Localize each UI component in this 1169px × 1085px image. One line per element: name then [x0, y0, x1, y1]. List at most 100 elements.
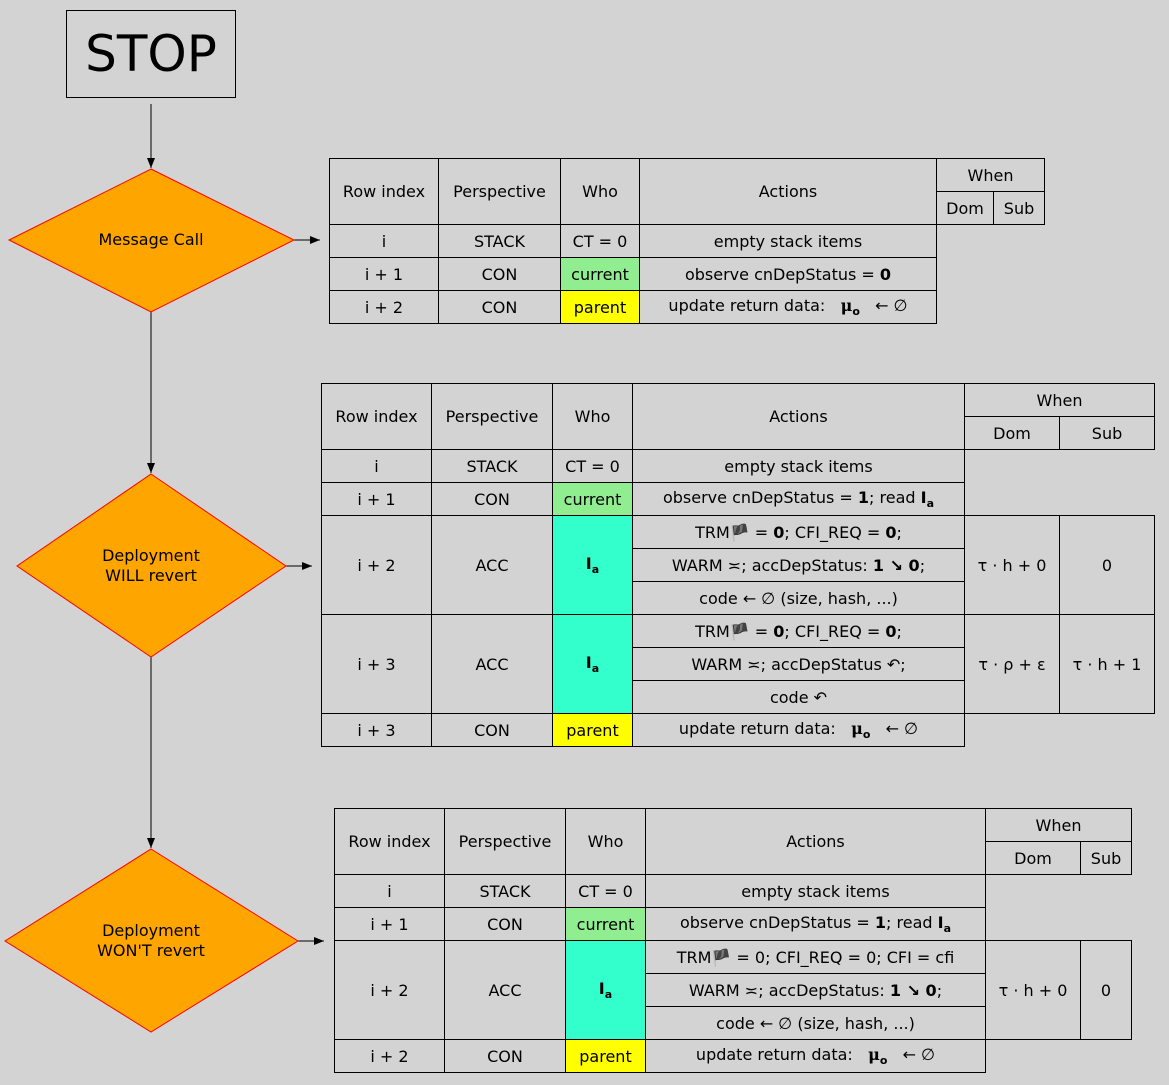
header-when: When — [984, 808, 1133, 842]
diamond-label-will-revert: Deployment WILL revert — [40, 545, 262, 587]
action: update return data: μo ← ∅ — [645, 1039, 986, 1073]
diamond-label-line2: WON'T revert — [97, 941, 205, 960]
header-who: Who — [565, 808, 646, 875]
when-sub: 0 — [1058, 515, 1156, 615]
account-symbol: I — [585, 553, 592, 573]
table-row: i + 2 CON parent update return data: μo … — [329, 290, 1045, 324]
table-row: i + 1 CON current observe cnDepStatus = … — [329, 257, 1045, 291]
action-text-read: ; read — [869, 487, 921, 507]
action-value: 1 ↘ 0 — [872, 555, 920, 575]
action: observe cnDepStatus = 1; read Ia — [632, 482, 965, 516]
header-dom: Dom — [985, 841, 1081, 875]
who-current: current — [552, 482, 633, 516]
header-who: Who — [560, 158, 640, 225]
table-row: i STACK CT = 0 empty stack items — [329, 224, 1045, 258]
account-subscript: a — [926, 497, 935, 511]
who: CT = 0 — [565, 874, 646, 908]
action-text: update return data: — [695, 1044, 853, 1064]
action: TRM🏴 = 0; CFI_REQ = 0; CFI = cfi — [645, 940, 986, 974]
perspective: CON — [431, 713, 553, 747]
table-row: WARM ≍; accDepStatus ↶; — [322, 647, 1155, 681]
mu-subscript: o — [862, 728, 871, 742]
row-index: i + 1 — [334, 907, 445, 941]
account-symbol: I — [598, 978, 605, 998]
table-message-call: Row index Perspective Who Actions When D… — [329, 158, 1046, 324]
flag-icon: 🏴 — [729, 522, 750, 542]
row-index: i — [334, 874, 445, 908]
when-dom: τ · h + 0 — [985, 940, 1081, 1040]
row-index: i + 3 — [321, 713, 432, 747]
perspective: CON — [431, 482, 553, 516]
who-parent: parent — [552, 713, 633, 747]
header-dom: Dom — [964, 416, 1060, 450]
diamond-label-message-call: Message Call — [40, 220, 262, 260]
perspective: CON — [444, 907, 566, 941]
row-index: i + 2 — [329, 290, 439, 324]
action-assign: ← ∅ — [885, 718, 919, 738]
table-row: i STACK CT = 0 empty stack items — [321, 449, 1155, 483]
action-text: ; CFI_REQ = — [784, 522, 886, 542]
action-text: = — [749, 522, 774, 542]
action-text: TRM — [695, 522, 730, 542]
table-row: i + 2 CON parent update return data: μo … — [334, 1039, 1132, 1073]
header-dom: Dom — [936, 191, 994, 225]
action: observe cnDepStatus = 1; read Ia — [645, 907, 986, 941]
stop-node: STOP — [66, 10, 236, 98]
header-row-index: Row index — [321, 383, 432, 450]
action-text: observe cnDepStatus = — [662, 487, 858, 507]
row-index: i + 1 — [329, 257, 439, 291]
action: empty stack items — [639, 224, 937, 258]
account-symbol: I — [920, 487, 927, 507]
table-row: i STACK CT = 0 empty stack items — [334, 874, 1132, 908]
mu-symbol: μ — [868, 1044, 880, 1064]
action-text: WARM ≍; accDepStatus: — [671, 555, 873, 575]
action-text: observe cnDepStatus = — [684, 264, 880, 284]
table-row: WARM ≍; accDepStatus: 1 ↘ 0; — [335, 973, 1132, 1007]
account-symbol: I — [937, 912, 944, 932]
flag-icon: 🏴 — [729, 621, 750, 641]
who-account: Ia — [565, 940, 646, 1040]
diamond-message-call — [7, 168, 296, 313]
action-text: ; CFI_REQ = — [784, 621, 886, 641]
row-index: i — [321, 449, 432, 483]
table-deployment-wont-revert: Row index Perspective Who Actions When D… — [334, 808, 1133, 1073]
action-text: TRM — [676, 947, 712, 967]
action-text: TRM — [695, 621, 730, 641]
table-row: code ← ∅ (size, hash, ...) — [335, 1006, 1132, 1040]
table-row: code ↶ — [322, 680, 1155, 714]
header-sub: Sub — [992, 191, 1046, 225]
mu-symbol: μ — [840, 295, 853, 315]
perspective: CON — [438, 257, 561, 291]
action-text: observe cnDepStatus = — [679, 912, 875, 932]
action-value: 1 — [857, 487, 870, 507]
action: update return data: μo ← ∅ — [639, 290, 937, 324]
perspective: ACC — [444, 940, 566, 1040]
diamond-label-line1: Message Call — [98, 230, 204, 249]
action-text: ; — [896, 621, 902, 641]
perspective: STACK — [438, 224, 561, 258]
header-sub: Sub — [1058, 416, 1156, 450]
action: code ← ∅ (size, hash, ...) — [645, 1006, 986, 1040]
action: TRM🏴 = 0; CFI_REQ = 0; — [632, 614, 965, 648]
mu-symbol: μ — [851, 718, 863, 738]
who-account: Ia — [552, 515, 633, 615]
who-parent: parent — [560, 290, 640, 324]
account-subscript: a — [604, 988, 613, 1002]
header-sub: Sub — [1079, 841, 1133, 875]
diamond-label-line2: WILL revert — [105, 566, 197, 585]
header-who: Who — [552, 383, 633, 450]
diamond-label-wont-revert: Deployment WON'T revert — [40, 920, 262, 962]
table-row: i + 1 CON current observe cnDepStatus = … — [321, 482, 1155, 516]
account-subscript: a — [943, 922, 952, 936]
perspective: CON — [444, 1039, 566, 1073]
action-value: 0 — [773, 621, 785, 641]
who: CT = 0 — [552, 449, 633, 483]
table-row: i + 3 ACC Ia TRM🏴 = 0; CFI_REQ = 0; τ · … — [321, 614, 1156, 714]
table-row: i + 2 ACC Ia TRM🏴 = 0; CFI_REQ = 0; τ · … — [321, 515, 1156, 615]
action-value: 1 ↘ 0 — [889, 980, 937, 1000]
table-row: i + 3 CON parent update return data: μo … — [321, 713, 1155, 747]
row-index: i + 3 — [321, 614, 432, 714]
perspective: ACC — [431, 515, 553, 615]
diamond-deployment-will-revert — [16, 473, 287, 658]
